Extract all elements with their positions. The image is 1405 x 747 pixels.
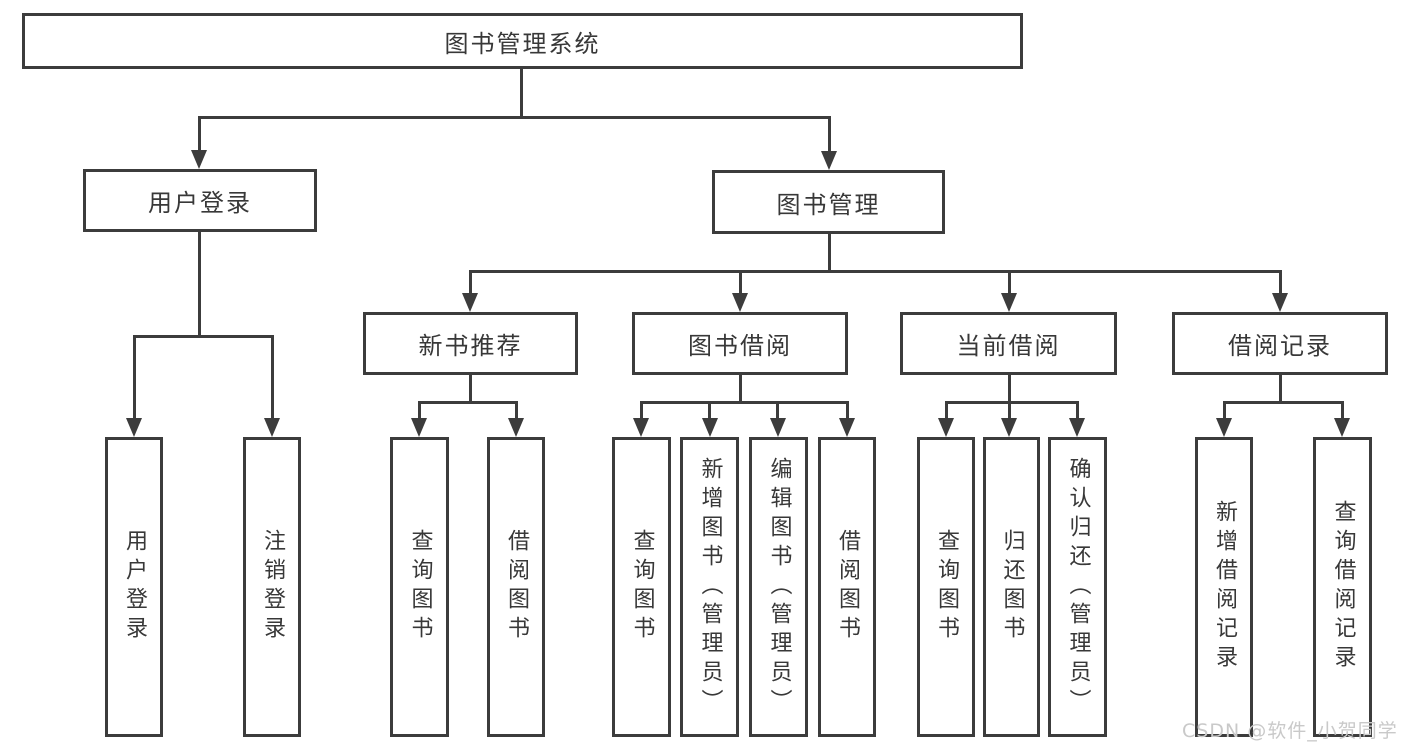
edge-drop-login-leaf bbox=[133, 335, 136, 421]
edge-current-borrow-stem bbox=[1008, 375, 1011, 402]
leaf-bb-add-book: 新增图书（管理员） bbox=[680, 437, 739, 737]
node-book-borrow-label: 图书借阅 bbox=[688, 332, 792, 360]
edge-borrow-record-stem bbox=[1279, 375, 1282, 402]
edge-user-login-bar bbox=[133, 335, 274, 338]
node-borrow-record-label: 借阅记录 bbox=[1228, 332, 1332, 360]
edge-drop-new-book-rec bbox=[469, 270, 472, 295]
arrow-down-icon bbox=[1272, 293, 1288, 312]
node-new-book-rec: 新书推荐 bbox=[363, 312, 578, 375]
leaf-logout-label: 注销登录 bbox=[260, 529, 285, 645]
arrow-down-icon bbox=[1069, 418, 1085, 437]
edge-drop-bb-edit bbox=[776, 401, 779, 420]
edge-new-book-rec-stem bbox=[469, 375, 472, 402]
leaf-bb-query-book: 查询图书 bbox=[612, 437, 671, 737]
leaf-user-login: 用户登录 bbox=[105, 437, 163, 737]
arrow-down-icon bbox=[508, 418, 524, 437]
edge-drop-rec-borrow bbox=[515, 401, 518, 420]
edge-drop-cb-confirm bbox=[1076, 401, 1079, 420]
arrow-down-icon bbox=[633, 418, 649, 437]
edge-drop-rec-query bbox=[418, 401, 421, 420]
leaf-rec-query-book: 查询图书 bbox=[390, 437, 449, 737]
node-new-book-rec-label: 新书推荐 bbox=[418, 332, 523, 360]
edge-l2-bar bbox=[198, 116, 831, 119]
edge-drop-current-borrow bbox=[1008, 270, 1011, 295]
arrow-down-icon bbox=[1216, 418, 1232, 437]
arrow-down-icon bbox=[938, 418, 954, 437]
leaf-cb-return-book: 归还图书 bbox=[983, 437, 1040, 737]
node-book-borrow: 图书借阅 bbox=[632, 312, 848, 375]
arrow-down-icon bbox=[839, 418, 855, 437]
node-root-label: 图书管理系统 bbox=[444, 29, 601, 58]
node-root: 图书管理系统 bbox=[22, 13, 1023, 69]
node-borrow-record: 借阅记录 bbox=[1172, 312, 1388, 375]
edge-drop-bb-borrow bbox=[846, 401, 849, 420]
edge-cb-bar bbox=[945, 401, 1079, 404]
edge-drop-bb-add bbox=[708, 401, 711, 420]
edge-drop-borrow-record bbox=[1279, 270, 1282, 295]
leaf-cb-return-book-label: 归还图书 bbox=[999, 529, 1025, 645]
node-book-mgmt-label: 图书管理 bbox=[776, 190, 881, 219]
edge-book-borrow-stem bbox=[739, 375, 742, 402]
edge-br-bar bbox=[1223, 401, 1344, 404]
leaf-cb-confirm-return: 确认归还（管理员） bbox=[1048, 437, 1107, 737]
edge-l3-bar bbox=[469, 270, 1282, 273]
arrow-down-icon bbox=[126, 418, 142, 437]
leaf-bb-edit-book: 编辑图书（管理员） bbox=[749, 437, 808, 737]
leaf-bb-edit-book-label: 编辑图书（管理员） bbox=[766, 456, 792, 718]
arrow-down-icon bbox=[462, 293, 478, 312]
leaf-logout: 注销登录 bbox=[243, 437, 301, 737]
edge-bb-bar bbox=[640, 401, 849, 404]
edge-drop-user-login bbox=[198, 116, 201, 152]
leaf-bb-add-book-label: 新增图书（管理员） bbox=[697, 456, 723, 718]
leaf-bb-borrow-book: 借阅图书 bbox=[818, 437, 876, 737]
edge-drop-book-borrow bbox=[739, 270, 742, 295]
leaf-rec-borrow-book: 借阅图书 bbox=[487, 437, 545, 737]
arrow-down-icon bbox=[770, 418, 786, 437]
edge-drop-cb-query bbox=[945, 401, 948, 420]
edge-drop-logout-leaf bbox=[271, 335, 274, 421]
edge-root-stem bbox=[520, 69, 523, 118]
leaf-rec-query-book-label: 查询图书 bbox=[407, 529, 433, 645]
leaf-cb-query-book-label: 查询图书 bbox=[934, 529, 959, 645]
edge-drop-bb-query bbox=[640, 401, 643, 420]
node-user-login: 用户登录 bbox=[83, 169, 317, 232]
leaf-rec-borrow-book-label: 借阅图书 bbox=[504, 529, 529, 645]
leaf-br-add-record: 新增借阅记录 bbox=[1195, 437, 1253, 737]
edge-rec-bar bbox=[418, 401, 518, 404]
edge-book-mgmt-stem bbox=[828, 234, 831, 272]
arrow-down-icon bbox=[1001, 293, 1017, 312]
edge-user-login-stem bbox=[198, 232, 201, 337]
leaf-cb-query-book: 查询图书 bbox=[917, 437, 975, 737]
watermark: CSDN @软件_小贺同学 bbox=[1182, 720, 1398, 742]
arrow-down-icon bbox=[1001, 418, 1017, 437]
leaf-user-login-label: 用户登录 bbox=[122, 529, 147, 645]
leaf-br-add-record-label: 新增借阅记录 bbox=[1212, 500, 1237, 674]
arrow-down-icon bbox=[264, 418, 280, 437]
edge-drop-br-query bbox=[1341, 401, 1344, 420]
edge-drop-br-add bbox=[1223, 401, 1226, 420]
node-user-login-label: 用户登录 bbox=[148, 189, 252, 217]
leaf-bb-borrow-book-label: 借阅图书 bbox=[835, 529, 860, 645]
node-book-mgmt: 图书管理 bbox=[712, 170, 945, 234]
arrow-down-icon bbox=[732, 293, 748, 312]
arrow-down-icon bbox=[1334, 418, 1350, 437]
arrow-down-icon bbox=[821, 151, 837, 170]
arrow-down-icon bbox=[702, 418, 718, 437]
node-current-borrow-label: 当前借阅 bbox=[956, 332, 1061, 360]
arrow-down-icon bbox=[411, 418, 427, 437]
arrow-down-icon bbox=[191, 150, 207, 169]
leaf-br-query-record: 查询借阅记录 bbox=[1313, 437, 1372, 737]
node-current-borrow: 当前借阅 bbox=[900, 312, 1117, 375]
leaf-br-query-record-label: 查询借阅记录 bbox=[1330, 500, 1356, 674]
edge-drop-book-mgmt bbox=[828, 116, 831, 153]
leaf-cb-confirm-return-label: 确认归还（管理员） bbox=[1065, 456, 1091, 718]
edge-drop-cb-return bbox=[1008, 401, 1011, 420]
leaf-bb-query-book-label: 查询图书 bbox=[629, 529, 655, 645]
